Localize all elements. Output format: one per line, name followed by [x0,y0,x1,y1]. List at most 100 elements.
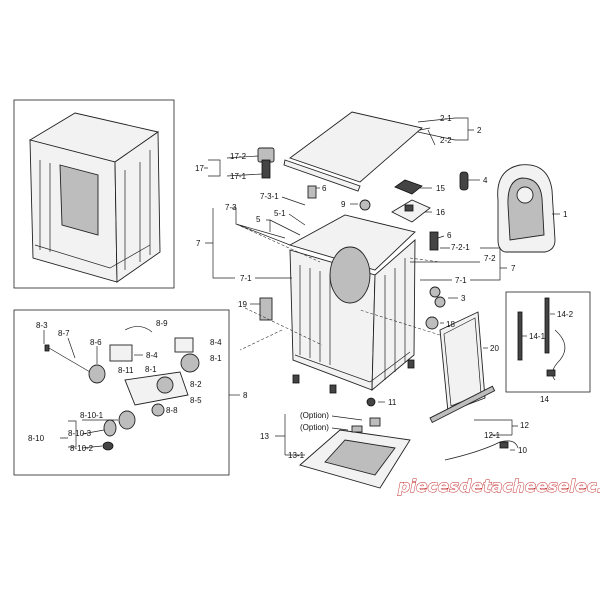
part-8-3 [44,344,50,352]
label-8-4-right: 8-4 [210,338,222,347]
label-8-1b: 8-1 [145,365,157,374]
label-2: 2 [477,126,482,135]
bracket-7-left [205,208,292,279]
parts-12-10 [429,385,519,461]
part-8-4a [109,344,133,362]
part-14-2 [544,297,550,354]
label-5-1: 5-1 [274,209,286,218]
bracket-17 [204,155,263,177]
label-option-2: (Option) [300,423,329,432]
watermark-text: piecesdetacheeselec.com [397,477,600,497]
label-9: 9 [341,200,346,209]
label-7-left: 7 [196,239,201,248]
part-8-4b [174,337,194,353]
label-8-6: 8-6 [90,338,102,347]
base-13 [299,397,411,489]
label-6-right: 6 [447,231,452,240]
part-12-1 [429,385,496,424]
label-17: 17 [195,164,204,173]
part-20-panel [439,311,486,413]
label-8-10: 8-10 [28,434,45,443]
label-17-1: 17-1 [230,172,247,181]
label-8-7: 8-7 [58,329,70,338]
label-8: 8 [243,391,248,400]
label-13: 13 [260,432,269,441]
part-8-1 [180,353,200,373]
label-18: 18 [446,320,455,329]
part-8-2 [156,376,174,394]
tub-opening [329,246,371,304]
part-8-7 [48,347,91,373]
label-7-right: 7 [511,264,516,273]
cabinet-rear-base [34,244,151,269]
group-8-pump [13,309,230,476]
label-14-2: 14-2 [557,310,574,319]
label-8-10-2: 8-10-2 [70,444,94,453]
frame-ribs [299,258,406,380]
leader-8-7 [67,337,76,359]
part-10-plug [499,441,509,449]
cabinet-rear-ribs [39,150,151,270]
part-16-chip [404,204,414,212]
part-14-plug [546,369,556,377]
label-2-1: 2-1 [440,114,452,123]
part-11 [366,397,376,407]
cabinet-rear-opening [59,164,99,236]
label-15: 15 [436,184,445,193]
part-4 [459,171,469,191]
label-8-10-3: 8-10-3 [68,429,92,438]
label-7-2-1: 7-2-1 [451,243,470,252]
group-14 [505,291,591,393]
top-cover-front-strip [283,159,361,192]
leader-6b [437,235,445,239]
part-19 [259,297,273,321]
main-frame [288,214,416,394]
part-6-top [307,185,317,199]
frame-right-panel [371,239,416,391]
box-8 [13,309,230,476]
leader-2 [419,127,436,146]
label-6-top: 6 [322,184,327,193]
label-14: 14 [540,395,549,404]
base-recess [324,439,396,476]
label-13-1: 13-1 [288,451,305,460]
base-option-b [351,425,363,433]
label-2-2: 2-2 [440,136,452,145]
label-11: 11 [388,398,397,407]
label-8-11: 8-11 [118,366,134,375]
part-8-10-3 [103,419,117,437]
label-8-8: 8-8 [166,406,178,415]
top-cover [283,111,436,192]
inset-rear-view [13,99,175,289]
label-7-1-left: 7-1 [240,274,252,283]
label-4: 4 [483,176,488,185]
foot-2 [329,384,337,394]
part-6-right [429,231,439,251]
label-8-5: 8-5 [190,396,202,405]
label-7-3: 7-3 [225,203,237,212]
label-1: 1 [563,210,568,219]
part-8-6 [88,364,106,384]
label-16: 16 [436,208,445,217]
inset-frame [13,99,175,289]
callout-lines [235,223,441,351]
label-8-1: 8-1 [210,354,222,363]
part-15 [394,179,423,195]
bracket-2 [417,117,474,141]
part-8-8 [151,403,165,417]
right-side-parts [259,286,486,413]
label-option-1: (Option) [300,411,329,420]
part-9 [359,199,371,211]
label-20: 20 [490,344,499,353]
part-1-rear-cover [497,164,556,253]
frame-base-edge [294,351,411,383]
label-7-1-right: 7-1 [455,276,467,285]
part-8-10-2 [102,441,114,451]
label-14-1: 14-1 [529,332,546,341]
label-8-4-left: 8-4 [146,351,158,360]
bracket-12 [474,419,518,436]
label-8-3: 8-3 [36,321,48,330]
part-8-10-1 [118,410,136,430]
label-3: 3 [461,294,466,303]
